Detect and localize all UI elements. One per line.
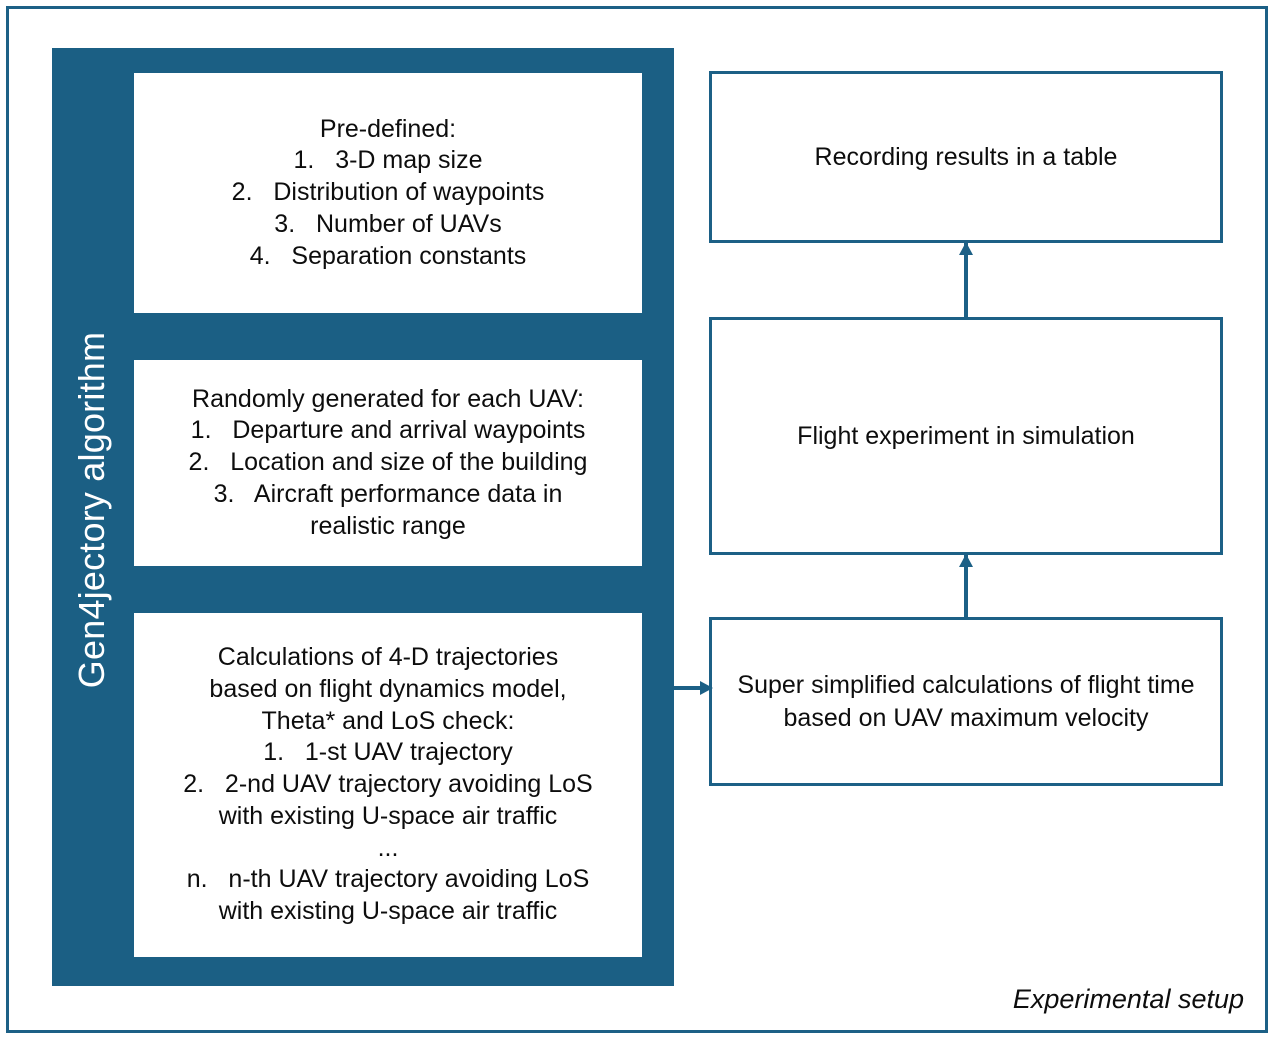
flight-experiment-box: Flight experiment in simulation [709,317,1223,555]
calculations-line-8: with existing U-space air traffic [218,897,558,926]
randomly-generated-line-2: 2. Location and size of the building [188,448,588,477]
super-simplified-calculations-box: Super simplified calculations of flight … [709,617,1223,786]
calculations-box: Calculations of 4-D trajectories based o… [134,613,642,957]
arrow-up-icon-flight-to-recording [964,243,968,317]
calculations-line-0: Calculations of 4-D trajectories [217,643,559,672]
randomly-generated-line-0: Randomly generated for each UAV: [192,384,584,413]
gen4jectory-algorithm-label: Gen4jectory algorithm [52,300,132,720]
calculations-line-5: with existing U-space air traffic [218,801,558,830]
calculations-line-7: n. n-th UAV trajectory avoiding LoS [186,865,590,894]
pre-defined-line-1: 1. 3-D map size [293,146,483,175]
super-simplified-calculations-label: Super simplified calculations of flight … [737,671,1195,732]
calculations-line-3: 1. 1-st UAV trajectory [263,738,513,767]
calculations-line-2: Theta* and LoS check: [261,706,515,735]
pre-defined-line-4: 4. Separation constants [249,241,527,270]
pre-defined-line-2: 2. Distribution of waypoints [231,178,545,207]
gen4jectory-algorithm-label-text: Gen4jectory algorithm [71,331,112,689]
pre-defined-line-3: 3. Number of UAVs [274,209,502,238]
arrow-up-icon-super-to-flight [964,555,968,617]
arrow-right-icon-algorithm-to-super [674,686,712,690]
randomly-generated-line-3: 3. Aircraft performance data in [213,479,563,508]
recording-results-label: Recording results in a table [814,142,1118,171]
pre-defined-line-0: Pre-defined: [319,114,457,143]
calculations-line-4: 2. 2-nd UAV trajectory avoiding LoS [183,770,593,799]
flight-experiment-label: Flight experiment in simulation [797,421,1135,450]
calculations-line-1: based on flight dynamics model, [209,674,567,703]
randomly-generated-line-4: realistic range [310,511,466,540]
randomly-generated-box: Randomly generated for each UAV: 1. Depa… [134,360,642,566]
recording-results-box: Recording results in a table [709,71,1223,243]
pre-defined-box: Pre-defined: 1. 3-D map size 2. Distribu… [134,73,642,313]
figure-caption: Experimental setup [1012,984,1244,1014]
figure-outer-frame [6,6,1268,1033]
calculations-line-6: ... [377,833,399,862]
randomly-generated-line-1: 1. Departure and arrival waypoints [190,416,586,445]
